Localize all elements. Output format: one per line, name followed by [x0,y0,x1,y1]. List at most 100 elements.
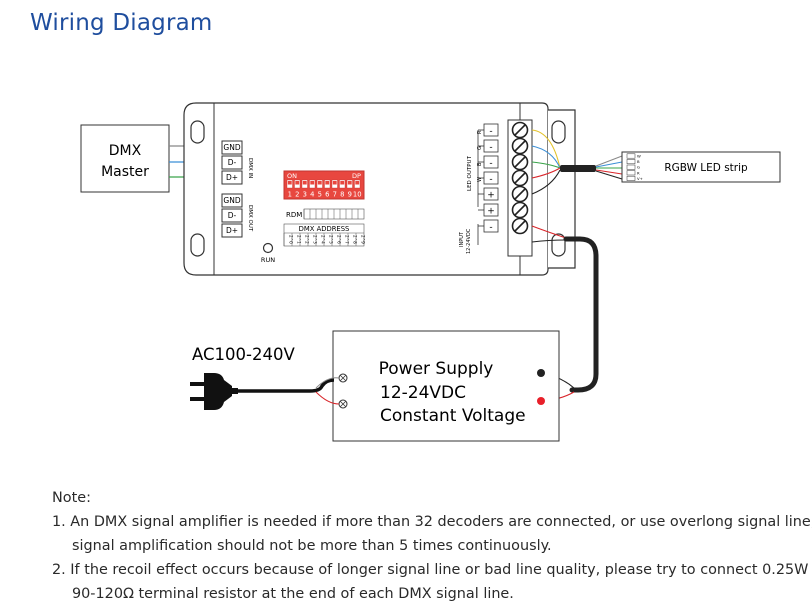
power-supply-line1: Power Supply [379,359,494,379]
dip-number: 9 [348,191,352,199]
led-output-wires [531,129,623,195]
dmx-master-box: DMX Master [80,124,170,193]
mount-hole-icon [190,120,205,144]
power-supply-line2: 12-24VDC [380,383,466,403]
terminal-gnd-in: GND [223,143,240,152]
input-voltage-label: 12-24VDC [466,228,472,254]
power-supply-line3: Constant Voltage [380,406,526,426]
dmx-in-label: DMX IN [247,158,253,178]
address-cell-value: 2^3 [312,235,317,244]
strip-pin-label: G [637,165,640,170]
terminal-polarity-label: - [489,159,492,169]
terminal-polarity-label: - [489,223,492,233]
address-cell-value: 2^8 [352,235,357,244]
notes-section: Note: 1. An DMX signal amplifier is need… [52,486,812,606]
channel-label: G [477,146,483,150]
strip-pin-label: B [637,159,640,164]
dip-key-slider [287,181,292,185]
power-supply-box: Power Supply 12-24VDC Constant Voltage [332,330,560,442]
run-label: RUN [261,256,275,264]
note-item-1-continued: signal amplification should not be more … [72,538,552,554]
run-led-icon [262,242,274,254]
channel-label: W [477,177,483,182]
address-cell-value: 2^9 [360,235,365,244]
run-indicator: RUN [261,242,275,264]
terminal-polarity-label: - [489,175,492,185]
dip-key-slider [347,181,352,185]
terminal-dminus-out: D- [228,211,237,220]
dip-key-slider [355,181,360,185]
screw-slot [514,188,526,200]
terminal-polarity-label: - [489,143,492,153]
ac-input: AC100-240V [190,345,340,410]
dc-minus-terminal-icon [537,369,545,377]
wiring-diagram: DMX Master GND D- D+ DMX IN GND D- D+ [80,102,781,442]
strip-pad [626,170,636,176]
note-item-2: 2. If the recoil effect occurs because o… [52,562,809,578]
power-input-wires [531,225,599,402]
screw-slot [514,140,526,152]
rdm-label: RDM [286,211,302,219]
decoder-unit [183,102,576,276]
dmx-out-terminals: GND D- D+ DMX OUT [221,193,253,238]
address-cell-value: 2^1 [296,235,301,244]
power-plug-icon [190,373,238,410]
address-cell-value: 2^2 [304,235,309,244]
dip-number: 8 [340,191,344,199]
strip-pin-label: V+ [637,176,643,181]
led-strip-label: RGBW LED strip [664,162,748,174]
strip-pin-label: W [637,154,641,159]
address-cell-value: 2^6 [336,235,341,244]
mount-hole-icon [190,233,205,257]
ac-voltage-label: AC100-240V [192,345,295,364]
dip-number: 5 [318,191,322,199]
strip-pad [626,164,636,170]
dip-dp-label: DP [352,172,361,180]
dip-key-slider [302,181,307,185]
terminal-dminus-in: D- [228,158,237,167]
dip-key-slider [332,181,337,185]
dmx-out-label: DMX OUT [247,205,253,232]
dip-number: 10 [353,191,362,199]
screw-slot [514,124,526,136]
mount-hole-icon [551,120,566,144]
dip-key-slider [295,181,300,185]
address-cell-value: 2^4 [320,235,325,244]
screw-slot [514,156,526,168]
note-item-1: 1. An DMX signal amplifier is needed if … [52,514,812,530]
output-terminals: ----++- LED OUTPUT INPUT 12-24VDC RGBW [459,119,533,257]
dip-number: 4 [310,191,314,199]
dmx-master-line2: Master [101,164,149,180]
screw-slot [514,204,526,216]
terminal-polarity-label: + [487,191,495,201]
strip-pad [626,159,636,165]
channel-label: B [477,162,483,166]
dmx-in-terminals: GND D- D+ DMX IN [221,140,253,185]
input-label: INPUT [459,231,465,247]
led-output-label: LED OUTPUT [467,155,473,191]
terminal-dplus-out: D+ [226,226,238,235]
dip-on-label: ON [287,172,297,180]
dip-number: 1 [288,191,292,199]
dip-number: 3 [303,191,307,199]
note-item-2-continued: 90-120Ω terminal resistor at the end of … [72,586,514,602]
notes-heading: Note: [52,490,91,506]
terminal-polarity-label: + [487,207,495,217]
dip-number: 7 [333,191,337,199]
address-cell-value: 2^0 [288,235,293,244]
terminal-dplus-in: D+ [226,173,238,182]
screw-slot [514,220,526,232]
strip-pad [626,175,636,181]
channel-label: R [477,130,483,134]
dip-key-slider [317,181,322,185]
terminal-gnd-out: GND [223,196,240,205]
dip-number: 6 [325,191,329,199]
strip-pin-label: R [637,170,640,175]
screw-slot [514,172,526,184]
dmx-master-line1: DMX [109,143,142,159]
dip-number: 2 [295,191,299,199]
page-title: Wiring Diagram [30,10,213,36]
